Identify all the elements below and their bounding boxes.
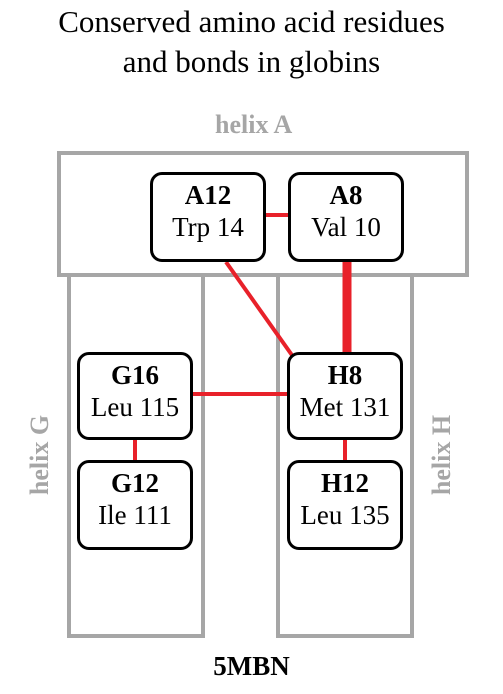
node-g12: G12 Ile 111 [77,460,193,550]
node-h12: H12 Leu 135 [287,460,403,550]
node-h12-residue: Leu 135 [300,500,390,530]
node-a12-residue: Trp 14 [172,212,244,242]
node-h12-code: H12 [320,468,369,498]
node-h8-residue: Met 131 [299,392,391,422]
node-h8-code: H8 [327,360,363,390]
title-line-2: and bonds in globins [122,44,381,79]
node-a12-code: A12 [184,180,232,210]
title-line-1: Conserved amino acid residues [58,4,445,39]
pdb-id-label: 5MBN [213,651,290,681]
node-g12-code: G12 [110,468,159,498]
node-a12: A12 Trp 14 [150,172,266,262]
bond-a12-h8 [224,260,296,360]
node-g12-residue: Ile 111 [98,500,172,530]
helix-a-label: helix A [215,110,293,139]
node-a8-code: A8 [329,180,363,210]
node-h8: H8 Met 131 [287,352,403,440]
node-a8-residue: Val 10 [311,212,381,242]
node-g16-residue: Leu 115 [90,392,180,422]
node-g16-code: G16 [110,360,159,390]
node-g16: G16 Leu 115 [77,352,193,440]
node-a8: A8 Val 10 [288,172,404,262]
